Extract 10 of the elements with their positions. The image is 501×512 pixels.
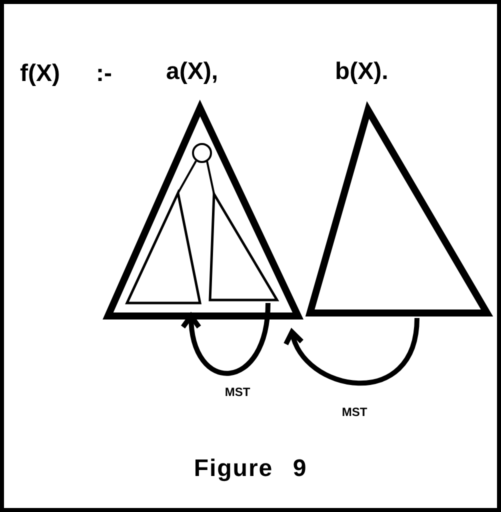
predicate-heading: b(X). xyxy=(335,58,388,86)
edge-label: MST xyxy=(340,405,368,419)
curved-arrow xyxy=(285,318,420,386)
clause-text: :- xyxy=(96,60,112,88)
figure-caption: Figure 9 xyxy=(194,455,308,483)
branch-line xyxy=(177,160,197,194)
predicate-heading: a(X), xyxy=(166,58,218,86)
edge-label: MST xyxy=(224,384,252,398)
clause-text: f(X) xyxy=(20,60,60,88)
branch-line xyxy=(206,160,215,194)
